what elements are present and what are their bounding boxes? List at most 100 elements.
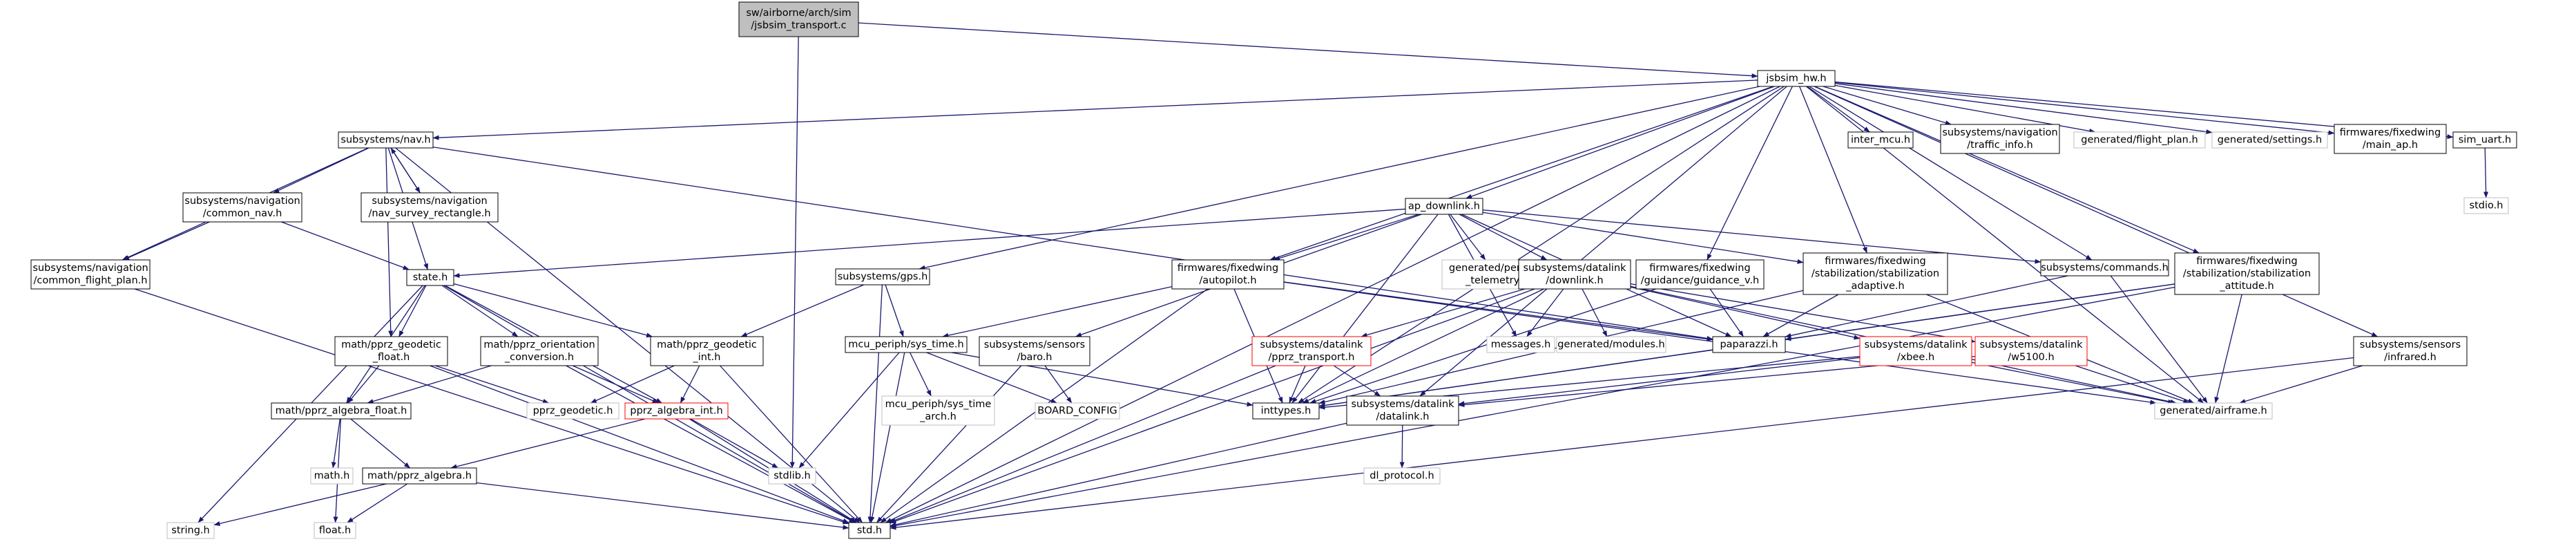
node-pg: pprz_geodetic.h xyxy=(526,402,619,420)
node-label-stabatt: /stabilization/stabilization xyxy=(2183,268,2311,279)
node-pgi[interactable]: math/pprz_geodetic_int.h xyxy=(650,336,764,366)
edge-apdl-to-dlh xyxy=(1459,214,1548,261)
node-box-apdl xyxy=(1405,198,1483,215)
edge-pa-to-stringh xyxy=(213,483,387,526)
node-label-gensettings: generated/settings.h xyxy=(2218,134,2322,145)
node-box-w5100 xyxy=(1974,336,2088,366)
node-stdlib: stdlib.h xyxy=(768,467,816,485)
node-box-systimearch xyxy=(881,395,995,426)
node-inttypes[interactable]: inttypes.h xyxy=(1252,402,1320,420)
node-label-inttypes: inttypes.h xyxy=(1261,405,1311,416)
node-pprztr[interactable]: subsystems/datalink/pprz_transport.h xyxy=(1251,336,1372,366)
node-paparazzi[interactable]: paparazzi.h xyxy=(1712,336,1786,353)
node-cnav[interactable]: subsystems/navigation/common_nav.h xyxy=(182,192,302,223)
node-stabatt[interactable]: firmwares/fixedwing/stabilization/stabil… xyxy=(2174,252,2320,295)
node-label-mainap: firmwares/fixedwing xyxy=(2340,127,2441,138)
node-box-stabatt xyxy=(2174,252,2320,295)
edge-apdl-to-genpt xyxy=(1450,214,1486,261)
node-box-nav xyxy=(338,131,434,149)
edge-autopilot-to-systime xyxy=(942,286,1173,338)
node-box-mainap xyxy=(2334,124,2447,154)
node-xbee[interactable]: subsystems/datalink/xbee.h xyxy=(1859,336,1972,366)
node-label-paparazzi: paparazzi.h xyxy=(1720,339,1778,350)
node-autopilot[interactable]: firmwares/fixedwing/autopilot.h xyxy=(1171,259,1285,290)
edge-paf-to-mathh xyxy=(331,418,340,469)
node-label-traffic: /traffic_info.h xyxy=(1967,140,2032,151)
edge-state-to-poc xyxy=(441,285,519,337)
edge-apdl-to-state xyxy=(453,208,1406,279)
edge-pgi-to-pai xyxy=(680,365,700,404)
node-label-guidv: /guidance/guidance_v.h xyxy=(1641,275,1759,286)
edge-commands-to-genairframe xyxy=(2110,275,2208,404)
node-infrared[interactable]: subsystems/sensors/infrared.h xyxy=(2353,336,2468,366)
node-systime[interactable]: mcu_periph/sys_time.h xyxy=(845,336,968,353)
node-label-pgi: math/pprz_geodetic xyxy=(657,339,757,350)
node-label-stdh: std.h xyxy=(857,525,882,536)
edge-jsbsim_hw-to-stabatt xyxy=(1814,86,2200,254)
node-intermcu[interactable]: inter_mcu.h xyxy=(1847,131,1914,149)
node-nav[interactable]: subsystems/nav.h xyxy=(338,131,434,149)
node-box-simuart xyxy=(2452,131,2517,149)
node-label-root: /jsbsim_transport.c xyxy=(751,20,846,31)
node-stringh: string.h xyxy=(166,522,215,539)
node-guidv[interactable]: firmwares/fixedwing/guidance/guidance_v.… xyxy=(1635,259,1765,290)
node-traffic[interactable]: subsystems/navigation/traffic_info.h xyxy=(1940,124,2060,154)
edge-stabatt-to-stdh xyxy=(890,286,2175,528)
node-label-paf: math/pprz_algebra_float.h xyxy=(276,405,407,416)
node-dlh[interactable]: subsystems/datalink/downlink.h xyxy=(1518,259,1631,290)
node-box-intermcu xyxy=(1847,131,1914,149)
node-commands[interactable]: subsystems/commands.h xyxy=(2040,259,2169,276)
node-datalinkh[interactable]: subsystems/datalink/datalink.h xyxy=(1346,395,1459,426)
node-box-paparazzi xyxy=(1712,336,1786,353)
edge-jsbsim_hw-to-autopilot xyxy=(1269,86,1774,261)
node-genfp: generated/flight_plan.h xyxy=(2073,131,2206,149)
node-simuart[interactable]: sim_uart.h xyxy=(2452,131,2517,149)
edge-simuart-to-stdioh xyxy=(2483,147,2489,198)
node-box-pprztr xyxy=(1251,336,1372,366)
node-baro[interactable]: subsystems/sensors/baro.h xyxy=(979,336,1090,366)
node-poc[interactable]: math/pprz_orientation_conversion.h xyxy=(480,336,599,366)
node-box-stdioh xyxy=(2463,197,2509,214)
edge-poc-to-pai xyxy=(572,365,659,404)
edge-dlh-to-pprztr xyxy=(1361,288,1526,337)
node-gps[interactable]: subsystems/gps.h xyxy=(835,268,930,285)
node-pa[interactable]: math/pprz_algebra.h xyxy=(362,467,477,485)
node-stdh[interactable]: std.h xyxy=(848,522,891,539)
node-box-datalinkh xyxy=(1346,395,1459,426)
node-box-commands xyxy=(2040,259,2169,276)
node-paf[interactable]: math/pprz_algebra_float.h xyxy=(271,402,412,420)
node-pgf[interactable]: math/pprz_geodetic_float.h xyxy=(334,336,448,366)
node-label-xbee: subsystems/datalink xyxy=(1864,339,1968,350)
node-box-guidv xyxy=(1635,259,1765,290)
node-navrect[interactable]: subsystems/navigation/nav_survey_rectang… xyxy=(361,192,499,223)
node-label-pgf: _float.h xyxy=(372,352,410,363)
node-w5100[interactable]: subsystems/datalink/w5100.h xyxy=(1974,336,2088,366)
node-label-cnav: subsystems/navigation xyxy=(184,196,300,207)
node-label-datalinkh: /datalink.h xyxy=(1376,411,1430,422)
node-label-systimearch: mcu_periph/sys_time xyxy=(885,399,992,410)
node-label-genpt: _telemetry.h xyxy=(1465,275,1528,286)
node-jsbsim_hw[interactable]: jsbsim_hw.h xyxy=(1757,70,1836,87)
node-label-stdlib: stdlib.h xyxy=(773,470,811,481)
node-root[interactable]: sw/airborne/arch/sim/jsbsim_transport.c xyxy=(738,1,859,37)
node-state[interactable]: state.h xyxy=(406,269,454,286)
node-box-stringh xyxy=(166,522,215,539)
node-cfp[interactable]: subsystems/navigation/common_flight_plan… xyxy=(30,259,151,290)
edge-pa-to-stdh xyxy=(476,482,849,530)
node-apdl[interactable]: ap_downlink.h xyxy=(1405,198,1483,215)
node-label-pprztr: /pprz_transport.h xyxy=(1269,352,1355,363)
node-box-pai xyxy=(624,402,729,420)
node-label-boardcfg: BOARD_CONFIG xyxy=(1037,405,1117,416)
node-pai[interactable]: pprz_algebra_int.h xyxy=(624,402,729,420)
node-box-state xyxy=(406,269,454,286)
edge-apdl-to-autopilot xyxy=(1273,214,1419,261)
node-box-pa xyxy=(362,467,477,485)
node-mainap[interactable]: firmwares/fixedwing/main_ap.h xyxy=(2334,124,2447,154)
node-label-stdioh: stdio.h xyxy=(2470,200,2503,211)
node-label-stabadapt: /stabilization/stabilization xyxy=(1811,268,1939,279)
node-label-stabatt: firmwares/fixedwing xyxy=(2196,256,2297,267)
node-stabadapt[interactable]: firmwares/fixedwing/stabilization/stabil… xyxy=(1803,252,1948,295)
node-label-stringh: string.h xyxy=(171,525,209,536)
edge-jsbsim_hw-to-inttypes xyxy=(1298,86,1785,404)
node-label-dlh: /downlink.h xyxy=(1546,275,1603,286)
